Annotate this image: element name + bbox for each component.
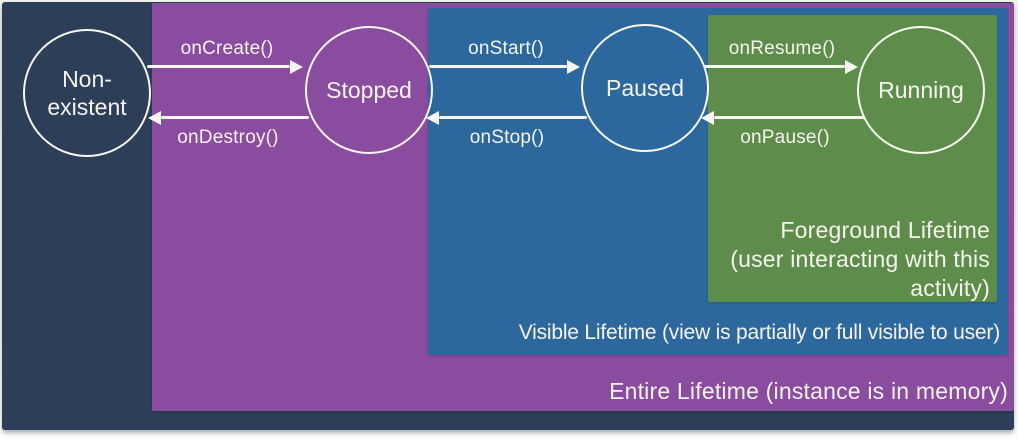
slide-background: Foreground Lifetime (user interacting wi… — [2, 2, 1014, 430]
transition-oncreate-arrow-shaft — [147, 65, 290, 68]
transition-onstart-label: onStart() — [468, 38, 544, 59]
transition-onstart-arrow-shaft — [429, 65, 567, 68]
state-label-stopped: Stopped — [326, 77, 412, 103]
state-circle-running: Running — [857, 26, 985, 154]
transition-onstop-label: onStop() — [469, 127, 545, 148]
transition-ondestroy-arrowhead-icon — [148, 111, 161, 125]
transition-ondestroy-arrow-shaft — [161, 116, 309, 119]
transition-onresume-label: onResume() — [728, 38, 836, 59]
transition-onpause-arrowhead-icon — [701, 111, 714, 125]
transition-onstop-arrow-shaft — [439, 116, 587, 119]
state-label-non-existent: Non-existent — [47, 66, 127, 120]
visible-lifetime-label: Visible Lifetime (view is partially or f… — [518, 321, 1000, 344]
transition-onstop-arrowhead-icon — [426, 111, 439, 125]
state-circle-paused: Paused — [581, 24, 709, 152]
transition-onpause-arrow-shaft — [714, 116, 865, 119]
state-label-paused: Paused — [605, 75, 684, 101]
transition-onstart-arrowhead-icon — [567, 60, 580, 74]
foreground-lifetime-label: Foreground Lifetime (user interacting wi… — [730, 217, 990, 301]
transition-onpause-label: onPause() — [740, 127, 830, 148]
entire-lifetime-label: Entire Lifetime (instance is in memory) — [609, 378, 1008, 404]
state-circle-stopped: Stopped — [305, 26, 433, 154]
transition-onresume-arrowhead-icon — [845, 60, 858, 74]
state-label-running: Running — [878, 77, 964, 103]
transition-ondestroy-label: onDestroy() — [177, 127, 279, 148]
transition-onresume-arrow-shaft — [704, 65, 845, 68]
transition-oncreate-label: onCreate() — [180, 38, 274, 59]
state-circle-non-existent: Non-existent — [23, 29, 151, 157]
transition-oncreate-arrowhead-icon — [290, 60, 303, 74]
